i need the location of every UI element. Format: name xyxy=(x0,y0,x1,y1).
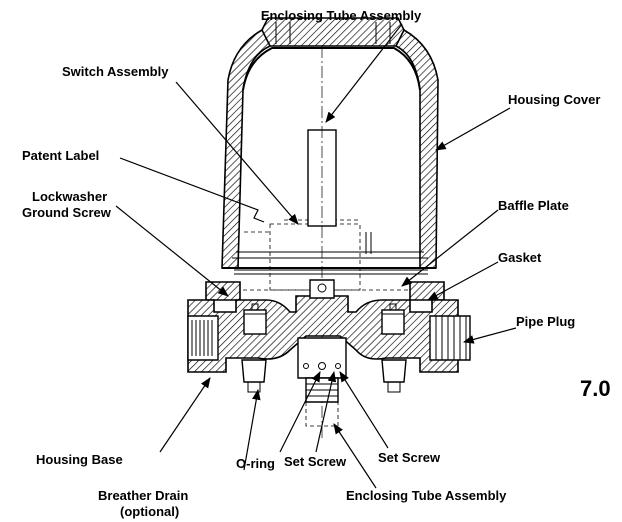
baffle-plate-shape xyxy=(234,269,428,275)
label-housing-base: Housing Base xyxy=(36,452,123,467)
label-breather-drain-line2: (optional) xyxy=(120,504,179,519)
label-section-number: 7.0 xyxy=(580,376,611,401)
leader-housing-cover xyxy=(435,107,511,151)
label-switch-assembly: Switch Assembly xyxy=(62,64,169,79)
label-patent-label: Patent Label xyxy=(22,148,99,163)
leader-gasket xyxy=(427,261,499,301)
label-lockwasher-line2: Ground Screw xyxy=(22,205,112,220)
label-o-ring: O-ring xyxy=(236,456,275,471)
label-enclosing-tube-top: Enclosing Tube Assembly xyxy=(261,8,422,23)
label-housing-cover: Housing Cover xyxy=(508,92,600,107)
label-breather-drain-line1: Breather Drain xyxy=(98,488,188,503)
leader-switch-assembly xyxy=(175,81,299,225)
label-pipe-plug: Pipe Plug xyxy=(516,314,575,329)
label-set-screw-right: Set Screw xyxy=(378,450,441,465)
leader-lines xyxy=(115,23,517,489)
leader-o-ring xyxy=(279,371,321,453)
leader-breather-drain xyxy=(243,388,261,471)
leader-enclosing-tube-bottom xyxy=(333,423,377,489)
leader-housing-base xyxy=(159,377,211,453)
leader-pipe-plug xyxy=(462,327,517,344)
label-baffle-plate: Baffle Plate xyxy=(498,198,569,213)
label-gasket: Gasket xyxy=(498,250,542,265)
housing-base-shape xyxy=(187,279,471,427)
label-set-screw-left: Set Screw xyxy=(284,454,347,469)
housing-cover-shape xyxy=(221,17,439,269)
leader-set-screw-left xyxy=(315,370,337,453)
leader-lockwasher xyxy=(115,205,229,297)
label-lockwasher-line1: Lockwasher xyxy=(32,189,107,204)
leader-baffle-plate xyxy=(401,209,499,287)
leader-set-screw-right xyxy=(339,371,389,449)
label-enclosing-tube-bottom: Enclosing Tube Assembly xyxy=(346,488,507,503)
leader-patent-label xyxy=(119,157,265,223)
leader-enclosing-tube-top xyxy=(325,23,403,123)
